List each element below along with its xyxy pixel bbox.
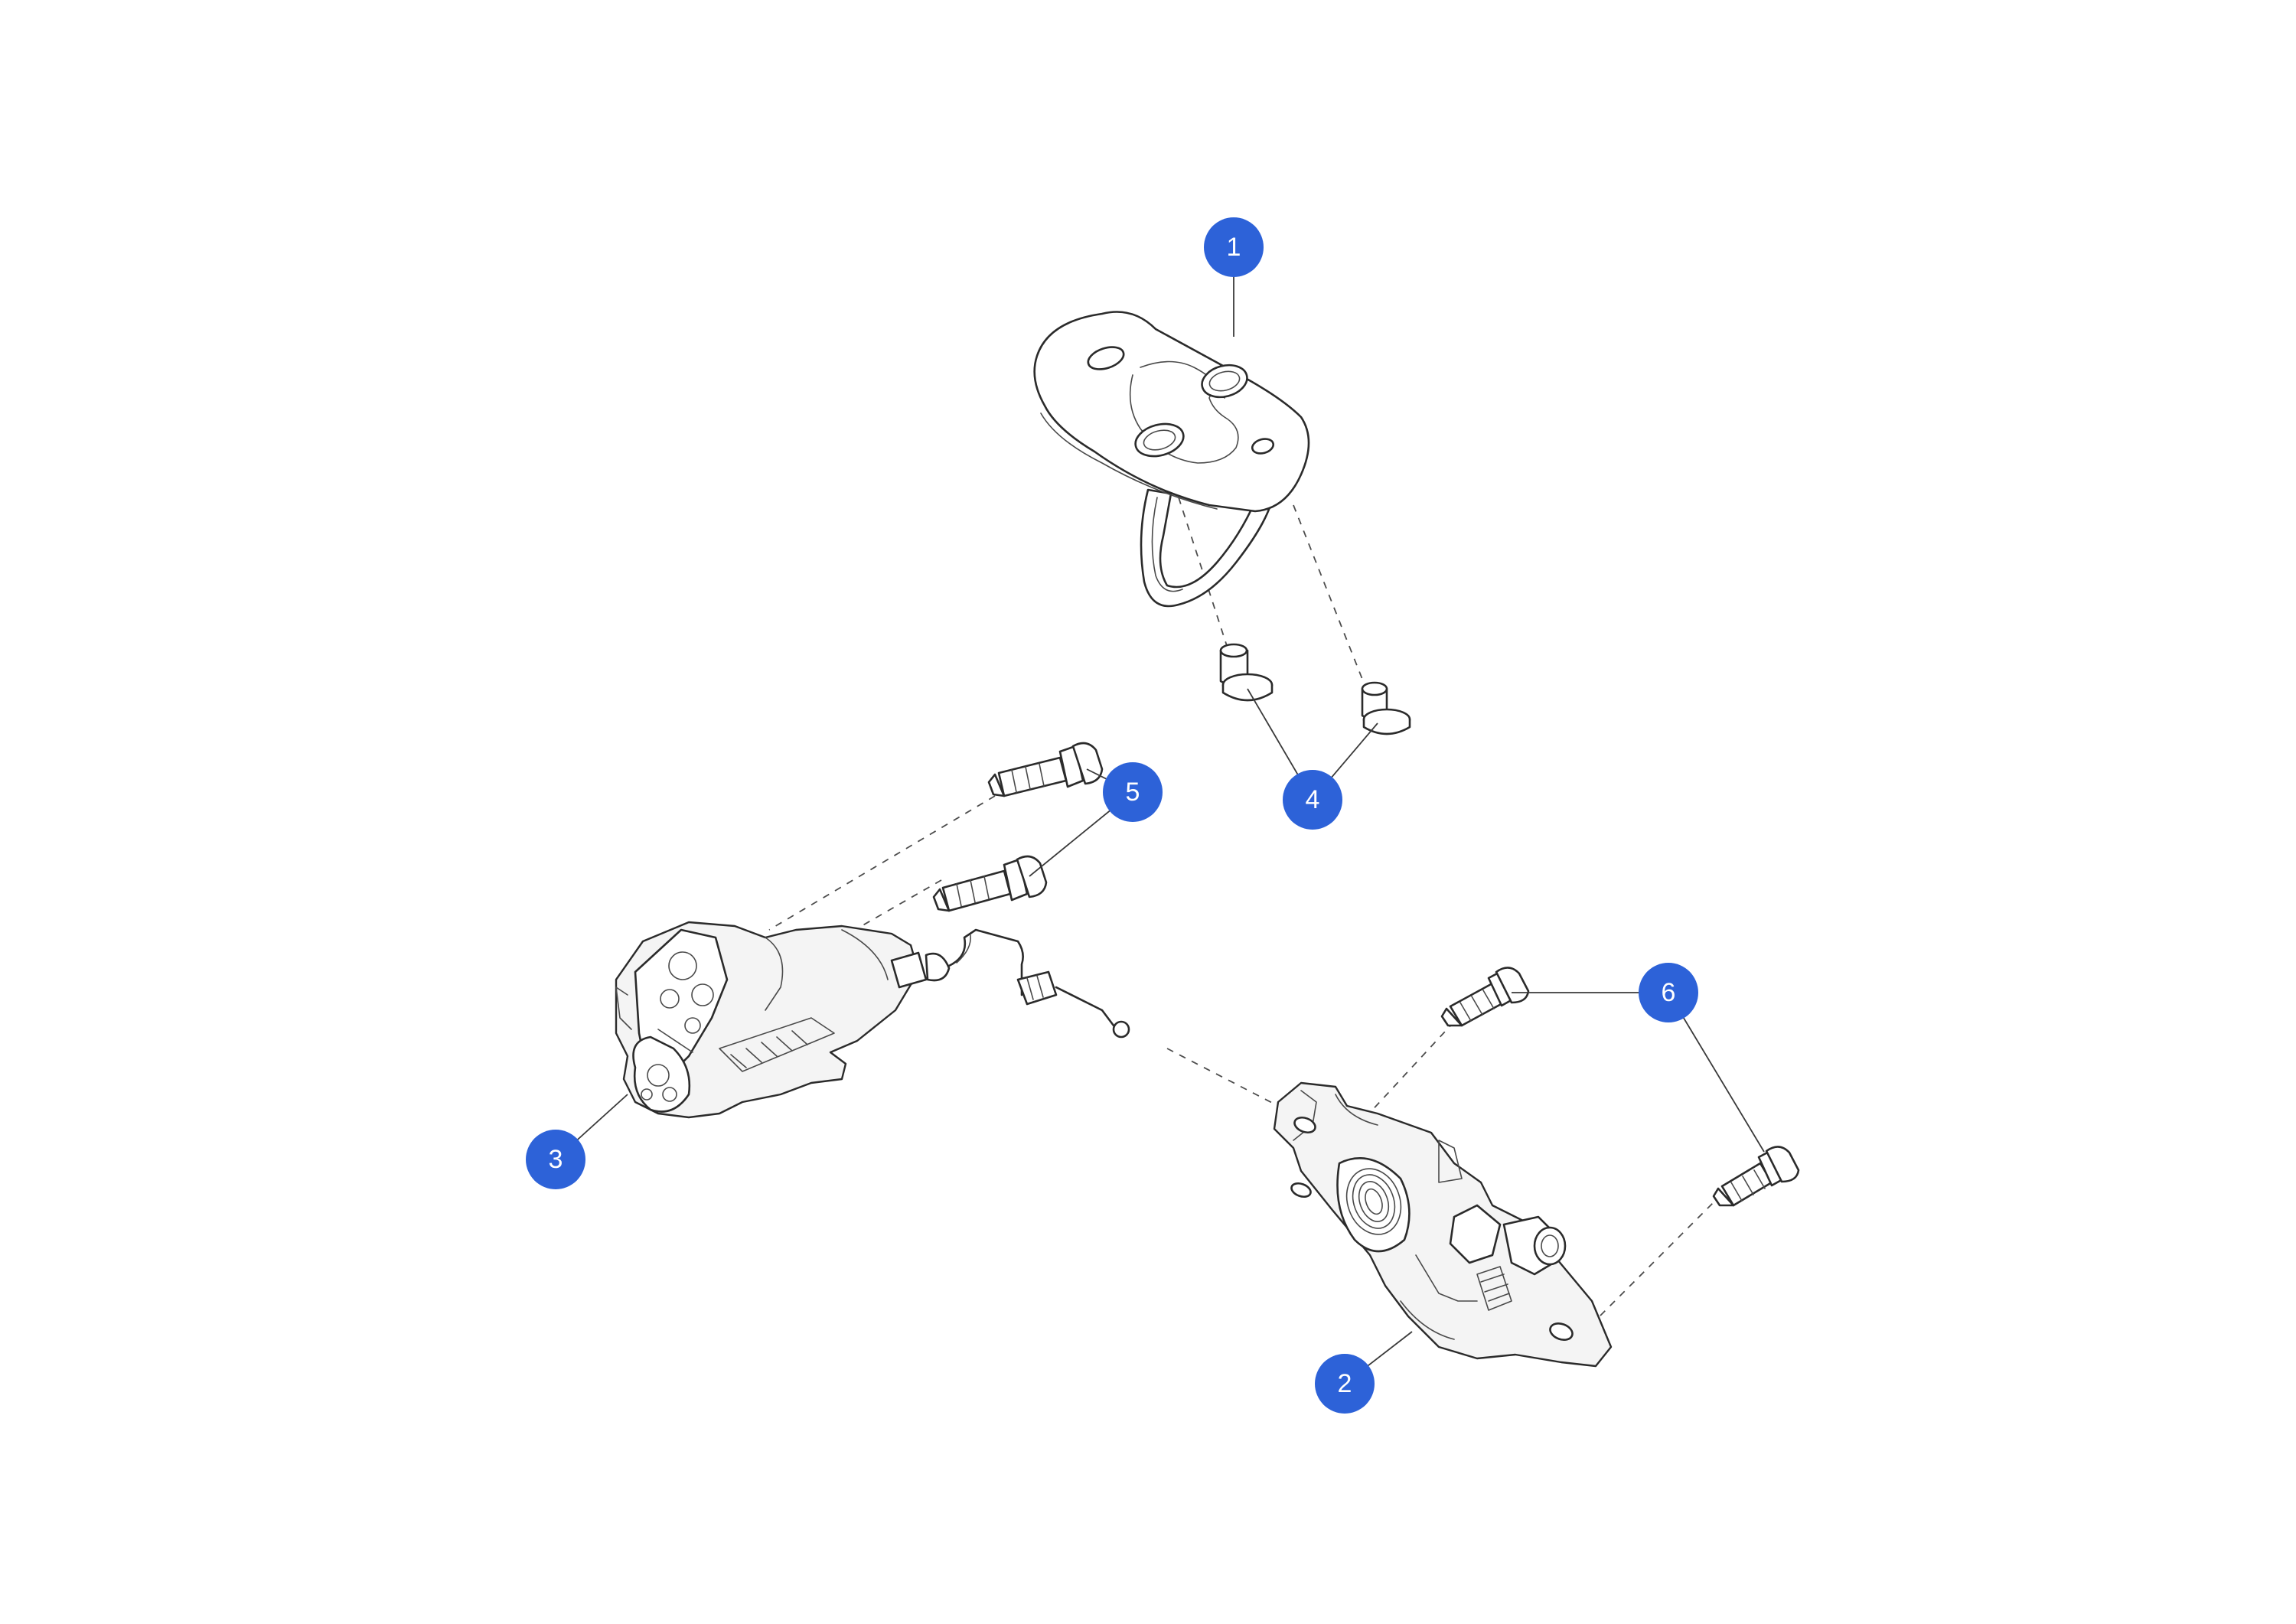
callout-5-label: 5 xyxy=(1126,778,1140,807)
callout-4-label: 4 xyxy=(1306,785,1320,814)
callout-1-label: 1 xyxy=(1227,233,1241,262)
callout-6-marker xyxy=(1639,963,1698,1022)
hood-latch xyxy=(1273,1081,1613,1368)
callout-2-label: 2 xyxy=(1338,1369,1352,1398)
callout-5-marker xyxy=(1103,762,1163,822)
flange-bolts-upper xyxy=(932,742,1104,912)
callout-3-marker xyxy=(526,1130,585,1189)
bolt-5a xyxy=(987,742,1104,797)
stud-bolts xyxy=(1219,643,1411,735)
bolt-6a xyxy=(1440,967,1530,1027)
bolt-6b xyxy=(1712,1146,1800,1207)
flange-bolts-lower xyxy=(1440,967,1800,1207)
callout-3: 3 xyxy=(526,1130,585,1189)
callout-3-label: 3 xyxy=(549,1145,563,1174)
assembly-guide-lines xyxy=(768,497,1723,1325)
callout-2: 2 xyxy=(1315,1354,1375,1414)
callout-1-marker xyxy=(1204,217,1264,277)
striker-bracket xyxy=(1033,311,1310,608)
callout-4: 4 xyxy=(1283,770,1342,830)
callout-2-marker xyxy=(1315,1354,1375,1414)
callouts: 1 2 3 4 5 6 xyxy=(526,217,1698,1414)
stud-left xyxy=(1219,643,1274,702)
callout-6: 6 xyxy=(1639,963,1698,1022)
callout-5: 5 xyxy=(1103,762,1163,822)
callout-4-marker xyxy=(1283,770,1342,830)
callout-1: 1 xyxy=(1204,217,1264,277)
stud-right xyxy=(1361,681,1411,735)
callout-6-label: 6 xyxy=(1662,978,1676,1007)
bolt-5b xyxy=(932,855,1048,912)
release-handle-assembly xyxy=(615,921,1130,1119)
